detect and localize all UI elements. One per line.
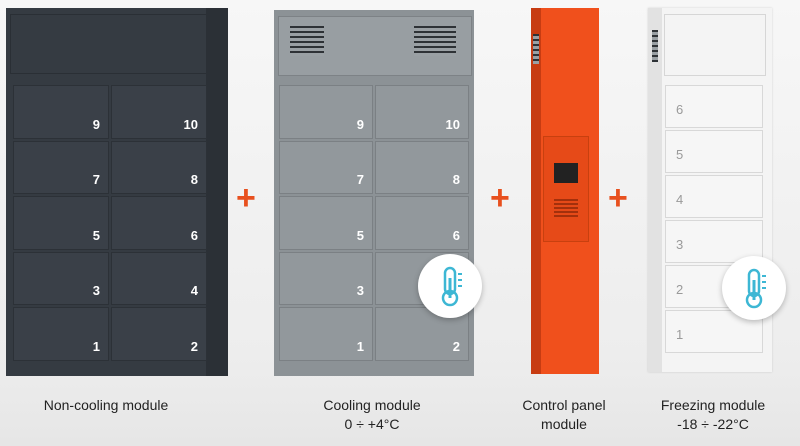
locker-door: 10 bbox=[111, 85, 207, 139]
vent bbox=[652, 30, 658, 62]
vent bbox=[533, 34, 539, 64]
control-panel bbox=[543, 136, 589, 242]
locker-number: 4 bbox=[676, 192, 684, 207]
caption-line-2: 0 ÷ +4°C bbox=[344, 416, 400, 432]
locker-number: 7 bbox=[92, 172, 100, 188]
locker-number: 10 bbox=[445, 116, 460, 132]
thermometer-icon bbox=[418, 254, 482, 318]
locker-number: 2 bbox=[676, 282, 684, 297]
freezing-module: 6 5 4 3 2 1 bbox=[648, 8, 772, 372]
locker-door: 6 bbox=[375, 196, 469, 250]
locker-number: 2 bbox=[452, 338, 460, 354]
caption-non-cooling: Non-cooling module bbox=[6, 396, 206, 415]
vent-left bbox=[290, 26, 324, 56]
side-edge bbox=[531, 8, 541, 374]
locker-door: 3 bbox=[665, 220, 763, 263]
locker-number: 6 bbox=[676, 102, 684, 117]
locker-number: 3 bbox=[356, 283, 364, 299]
locker-number: 8 bbox=[452, 172, 460, 188]
top-compartment bbox=[664, 14, 766, 76]
locker-door: 4 bbox=[665, 175, 763, 218]
caption-line: Control panel bbox=[522, 397, 606, 413]
locker-door: 5 bbox=[279, 196, 373, 250]
locker-door: 1 bbox=[13, 307, 109, 361]
control-panel-module bbox=[531, 8, 599, 374]
caption-line: Non-cooling module bbox=[43, 397, 169, 413]
vent-right bbox=[414, 26, 456, 56]
locker-door: 8 bbox=[375, 140, 469, 195]
locker-number: 1 bbox=[676, 327, 684, 342]
locker-number: 3 bbox=[676, 237, 684, 252]
locker-number: 3 bbox=[92, 283, 100, 299]
display-screen bbox=[554, 163, 578, 183]
locker-number: 6 bbox=[190, 227, 198, 243]
locker-door: 8 bbox=[111, 140, 207, 195]
locker-number: 5 bbox=[676, 147, 684, 162]
plus-sign: + bbox=[490, 179, 510, 217]
locker-door: 6 bbox=[111, 196, 207, 250]
caption-freezing: Freezing module -18 ÷ -22°C bbox=[638, 396, 788, 434]
locker-door: 4 bbox=[111, 251, 207, 306]
locker-number: 9 bbox=[356, 116, 364, 132]
locker-number: 1 bbox=[92, 338, 100, 354]
locker-door: 9 bbox=[13, 85, 109, 139]
locker-grid: 6 5 4 3 2 1 bbox=[664, 84, 764, 354]
plus-sign: + bbox=[608, 179, 628, 217]
locker-door: 3 bbox=[13, 251, 109, 306]
locker-number: 4 bbox=[190, 283, 198, 299]
locker-number: 6 bbox=[452, 227, 460, 243]
caption-line: Freezing module bbox=[660, 397, 766, 413]
keypad bbox=[554, 199, 578, 217]
locker-door: 6 bbox=[665, 85, 763, 128]
locker-door: 10 bbox=[375, 85, 469, 139]
locker-number: 10 bbox=[183, 116, 198, 132]
caption-control-panel: Control panel module bbox=[494, 396, 634, 434]
locker-number: 7 bbox=[356, 172, 364, 188]
locker-grid: 9 10 7 8 5 6 3 4 1 2 bbox=[12, 84, 208, 362]
locker-door: 7 bbox=[279, 140, 373, 195]
side-panel bbox=[206, 8, 228, 376]
locker-number: 1 bbox=[356, 338, 364, 354]
locker-door: 9 bbox=[279, 85, 373, 139]
side-edge bbox=[648, 8, 662, 372]
locker-number: 8 bbox=[190, 172, 198, 188]
plus-sign: + bbox=[236, 179, 256, 217]
locker-number: 2 bbox=[190, 338, 198, 354]
locker-number: 5 bbox=[356, 227, 364, 243]
caption-line: Cooling module bbox=[323, 397, 421, 413]
locker-door: 2 bbox=[111, 307, 207, 361]
thermometer-icon bbox=[722, 256, 786, 320]
non-cooling-module: 9 10 7 8 5 6 3 4 1 2 bbox=[6, 8, 228, 376]
locker-door: 1 bbox=[279, 307, 373, 361]
locker-door: 3 bbox=[279, 251, 373, 306]
caption-line-2: -18 ÷ -22°C bbox=[677, 416, 749, 432]
locker-door: 5 bbox=[665, 130, 763, 173]
top-compartment bbox=[10, 14, 208, 74]
locker-number: 5 bbox=[92, 227, 100, 243]
locker-number: 9 bbox=[92, 116, 100, 132]
caption-line-2: module bbox=[541, 416, 587, 432]
caption-cooling: Cooling module 0 ÷ +4°C bbox=[292, 396, 452, 434]
locker-door: 7 bbox=[13, 140, 109, 195]
locker-door: 5 bbox=[13, 196, 109, 250]
